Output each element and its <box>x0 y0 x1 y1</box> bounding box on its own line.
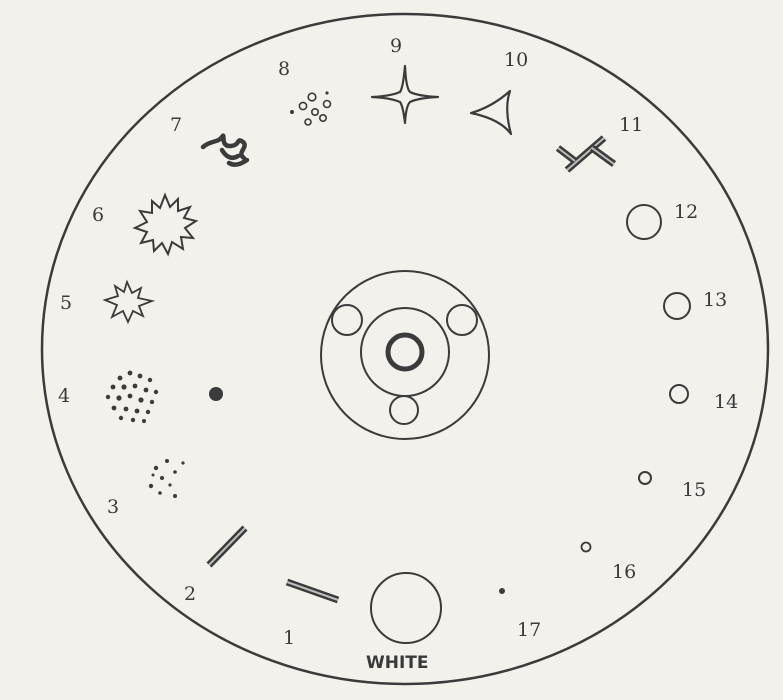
circle-14 <box>670 385 688 403</box>
label-14: 14 <box>714 391 738 413</box>
shape-6-starburst <box>135 195 196 254</box>
label-17: 17 <box>517 619 541 641</box>
shape-10-threepoint-star <box>471 91 511 134</box>
label-13: 13 <box>703 289 727 311</box>
label-11: 11 <box>619 114 643 136</box>
label-5: 5 <box>60 292 72 314</box>
shape-2-bar <box>209 528 245 565</box>
label-8: 8 <box>278 58 290 80</box>
label-6: 6 <box>92 204 104 226</box>
label-2: 2 <box>184 583 196 605</box>
label-10: 10 <box>504 49 528 71</box>
shape-9-fourpoint-star <box>372 66 438 123</box>
label-15: 15 <box>682 479 706 501</box>
shape-11-branch <box>558 138 614 170</box>
circle-12 <box>627 205 661 239</box>
circle-13 <box>664 293 690 319</box>
label-9: 9 <box>390 35 402 57</box>
label-white: WHITE <box>366 653 429 673</box>
shape-3-scatter <box>149 459 185 498</box>
label-3: 3 <box>107 496 119 518</box>
shape-4-cluster <box>106 371 158 423</box>
shape-8-bubbles <box>290 91 331 125</box>
shape-5-star <box>105 282 152 322</box>
circle-16 <box>582 543 591 552</box>
white-circle <box>371 573 441 643</box>
dot-17 <box>499 588 505 594</box>
label-1: 1 <box>283 627 295 649</box>
label-4: 4 <box>58 385 70 407</box>
central-target <box>321 271 489 439</box>
shape-7-squiggle <box>203 136 247 165</box>
circle-15 <box>639 472 651 484</box>
label-16: 16 <box>612 561 636 583</box>
shape-4-dark-dot <box>209 387 223 401</box>
label-12: 12 <box>674 201 698 223</box>
label-7: 7 <box>170 114 182 136</box>
shape-1-bar <box>287 582 338 600</box>
